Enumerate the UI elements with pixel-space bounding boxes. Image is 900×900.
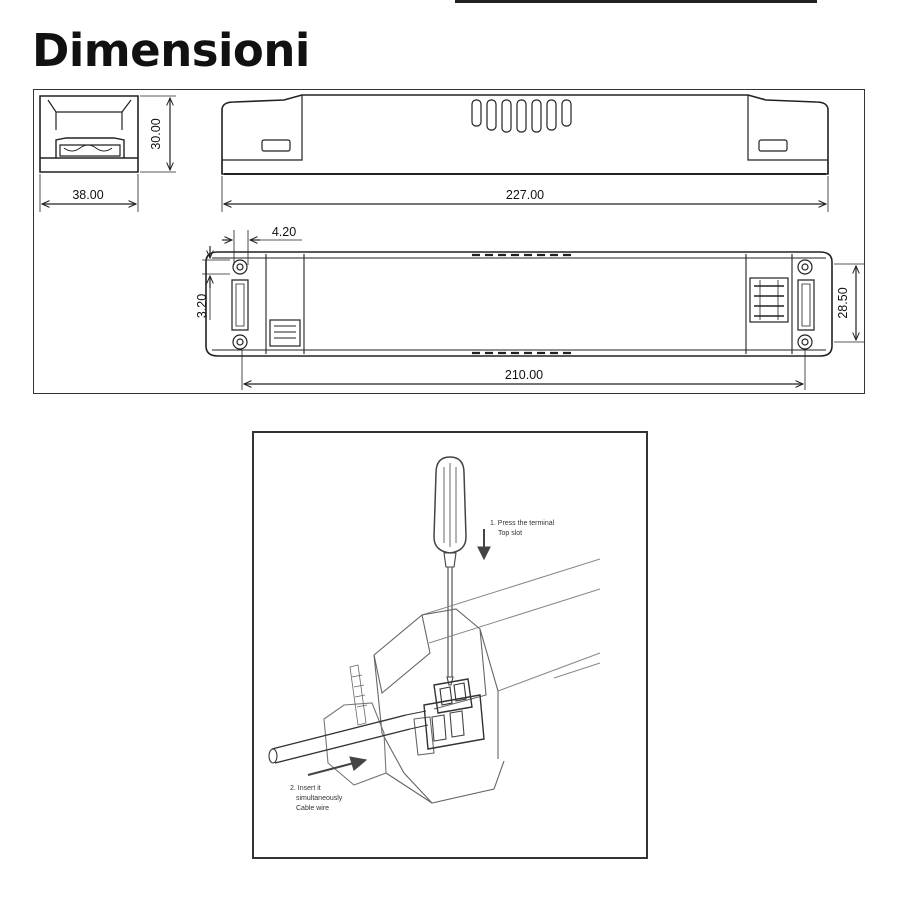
insert-arrow-icon (307, 756, 368, 776)
dimension-mount-distance: 210.00 (241, 350, 806, 390)
step1-text-line2: Top slot (498, 530, 522, 537)
wiring-illustration: 1. Press the terminal Top slot 2. Insert… (268, 456, 601, 812)
top-view (205, 251, 833, 357)
top-rule (455, 0, 817, 3)
press-arrow-icon (477, 529, 491, 561)
terminal-block (423, 678, 485, 750)
step1-text-line1: 1. Press the terminal (490, 520, 555, 527)
cable-wire (268, 710, 429, 764)
front-view (39, 95, 139, 173)
dimension-drawing-panel: 30.00 38.00 227.00 (33, 89, 865, 394)
dimension-width-front: 38.00 (39, 174, 139, 212)
dimension-depth: 28.50 (834, 263, 864, 343)
dimension-length-total: 227.00 (221, 176, 829, 212)
dimension-mount-distance-label: 210.00 (505, 368, 543, 382)
step2-text-line3: Cable wire (296, 805, 329, 812)
dimension-height-front-label: 30.00 (149, 118, 163, 149)
dimension-side-offset: 3.20 (195, 246, 230, 320)
step2-text-line1: 2. Insert it (290, 785, 321, 792)
dimension-depth-label: 28.50 (836, 287, 850, 318)
dimension-terminal-offset-label: 4.20 (272, 225, 296, 239)
dimension-terminal-offset: 4.20 (222, 225, 302, 265)
wiring-instruction-panel: 1. Press the terminal Top slot 2. Insert… (252, 431, 648, 859)
page-title: Dimensioni (32, 24, 310, 77)
dimension-height-front: 30.00 (140, 95, 176, 173)
side-view (221, 94, 829, 175)
dimension-width-front-label: 38.00 (72, 188, 103, 202)
driver-housing (323, 558, 601, 804)
step2-text-line2: simultaneously (296, 795, 343, 802)
dimension-length-total-label: 227.00 (506, 188, 544, 202)
dimension-drawing: 30.00 38.00 227.00 (39, 94, 864, 390)
screwdriver-icon (433, 456, 467, 686)
dimension-side-offset-label: 3.20 (195, 294, 209, 318)
